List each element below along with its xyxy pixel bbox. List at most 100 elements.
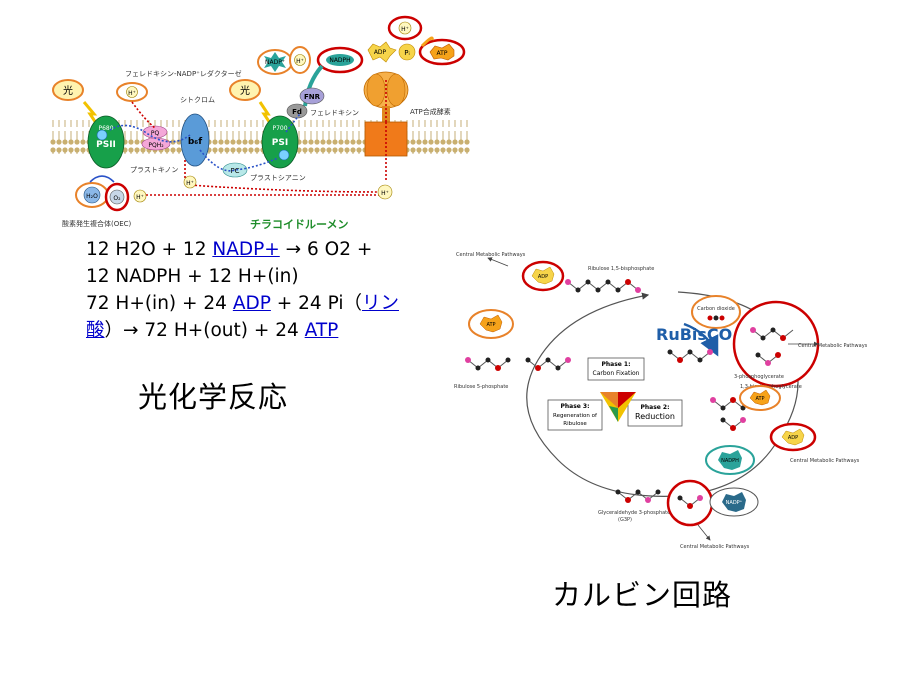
light-left-label: 光 [63,84,73,97]
svg-text:H⁺: H⁺ [128,90,136,97]
svg-text:H₂O: H₂O [86,193,98,200]
cmp-bottom: Central Metabolic Pathways [680,544,750,550]
svg-text:Phase 2:: Phase 2: [640,404,669,411]
co2-group: Carbon dioxide [691,295,741,329]
lumen-label: チラコイドルーメン [250,218,349,231]
svg-text:PC: PC [230,167,239,175]
svg-text:PQ: PQ [151,130,160,137]
svg-text:Ribulose: Ribulose [563,421,587,427]
svg-text:ADP: ADP [538,274,548,280]
g3p-circle [666,479,714,527]
svg-text:ATP: ATP [437,50,448,57]
atp-group: ATP [418,38,466,66]
cytochrome-b6f: b₆f [180,113,210,167]
svg-text:PSI: PSI [272,138,288,148]
equation-line-3: 72 H+(in) + 24 ADP + 24 Pi（リン [86,293,399,314]
o2-group: O₂ [104,182,130,212]
svg-text:H⁺: H⁺ [296,58,304,65]
svg-text:H⁺: H⁺ [401,26,409,33]
svg-text:P700: P700 [272,125,287,132]
cmp-top-left: Central Metabolic Pathways [456,252,526,258]
g3p-label-2: (G3P) [618,517,632,523]
svg-text:Phase 3:: Phase 3: [560,403,589,410]
cmp-right2: Central Metabolic Pathways [790,458,860,464]
phosphoric-acid-link-1[interactable]: リン [361,293,399,314]
light-right-label: 光 [240,84,250,97]
equation-line-2: 12 NADPH + 12 H+(in) [86,266,299,287]
nadp-link[interactable]: NADP+ [212,239,280,260]
svg-text:Pᵢ: Pᵢ [404,49,409,57]
ribulose-5p-label: Ribulose 5-phosphate [454,384,508,390]
atp-right-group: ATP [739,385,781,411]
adp-right-group: ADP [769,422,817,452]
svg-text:NADPH: NADPH [329,57,350,64]
pc-protein: PC [222,162,248,178]
pga-label: 3-phosphoglycerate [734,374,784,380]
nadp-group: NADP⁺ [257,49,293,75]
ribulose-bisphosphate-molecule [565,279,641,293]
light-left-icon: 光 [52,79,100,127]
ribulose-bp-label: Ribulose 1,5-bisphosphate [588,266,654,272]
photoreaction-title: 光化学反応 [138,380,289,414]
svg-text:Fd: Fd [292,108,302,116]
cmp-right: Central Metabolic Pathways [798,343,868,349]
svg-text:P680: P680 [98,125,113,132]
svg-text:PSII: PSII [96,140,116,150]
h-plus-lumen-2: H⁺ [377,184,393,200]
calvin-cycle-title: カルビン回路 [552,578,733,612]
svg-text:FNR: FNR [304,93,321,101]
phase1-box: Phase 1: Carbon Fixation [587,357,645,381]
oec-label: 酸素発生複合体(OEC) [62,219,132,228]
ferredoxin-label: フェレドキシン [310,109,359,117]
equation-line-1: 12 H2O + 12 NADP+ → 6 O2 + [86,239,373,260]
svg-text:ATP: ATP [486,322,495,328]
equation-line-4: 酸）→ 72 H+(out) + 24 ATP [86,320,339,341]
light-reaction-diagram: 光 光 H⁺ フェレドキシン-NADP⁺レダクターゼ シトクロム NADP⁺ H… [50,15,470,231]
nadph-group-calvin: NADPH [705,445,755,475]
svg-text:PQH₂: PQH₂ [148,142,164,149]
psii-complex: P680 PSII [87,115,125,169]
plastocyanin-label: プラストシアニン [250,174,306,182]
svg-text:Regeneration of: Regeneration of [553,413,598,419]
svg-text:b₆f: b₆f [188,137,202,147]
svg-text:NADP⁺: NADP⁺ [265,59,285,66]
psi-complex: P700 PSI [261,115,299,169]
svg-text:ADP: ADP [374,49,387,56]
atp-link[interactable]: ATP [304,320,339,341]
reaction-equations: 12 H2O + 12 NADP+ → 6 O2 + 12 NADPH + 12… [86,236,426,344]
calvin-cycle-diagram: Central Metabolic Pathways ADP Ribulose … [454,252,868,550]
light-right-icon: 光 [229,79,274,127]
h-plus-top-right: H⁺ [387,15,423,41]
svg-text:NADPH: NADPH [721,458,739,464]
atp-left-group: ATP [468,309,514,339]
phosphoric-acid-link-2[interactable]: 酸 [86,320,105,341]
fnr-protein [299,87,325,105]
svg-text:Carbon Fixation: Carbon Fixation [593,370,640,377]
ribulose-5p-molecule [465,357,571,371]
adp-group: ADP [367,41,397,63]
svg-text:Reduction: Reduction [635,412,675,421]
phase-triangle [600,392,636,422]
svg-text:ADP: ADP [788,435,798,441]
h-plus-water: H⁺ [133,189,147,203]
svg-text:NADP⁺: NADP⁺ [726,500,743,506]
svg-text:Phase 1:: Phase 1: [601,361,630,368]
g3p-molecule [615,489,661,503]
svg-text:ATP: ATP [755,396,764,402]
adp-link[interactable]: ADP [232,293,271,314]
h-plus-top-middle: H⁺ [289,46,311,74]
nadp-group-calvin: NADP⁺ [709,487,759,517]
h2o-group: H₂O [75,182,109,208]
h-plus-top-left: H⁺ [116,82,148,102]
plastoquinone-label: プラストキノン [130,166,178,174]
h-plus-lumen-1: H⁺ [183,175,197,189]
svg-text:H⁺: H⁺ [136,194,144,201]
svg-text:Carbon dioxide: Carbon dioxide [697,306,735,312]
pga-molecule [667,349,713,363]
adp-top-group: ADP [521,260,565,292]
nadph-group: NADPH [316,46,364,74]
svg-text:H⁺: H⁺ [381,190,389,197]
svg-text:O₂: O₂ [113,195,121,202]
phase3-box: Phase 3: Regeneration of Ribulose [547,399,603,431]
svg-text:H⁺: H⁺ [186,180,194,187]
